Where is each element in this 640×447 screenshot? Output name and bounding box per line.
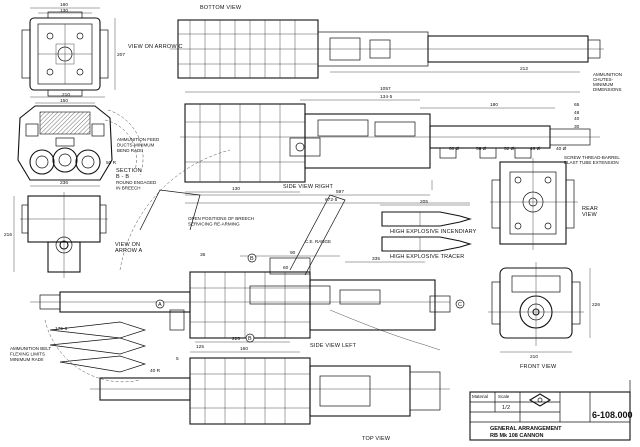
- dim-40r: 40 R: [150, 368, 161, 374]
- front-view: 226 210 FRONT VIEW: [488, 262, 600, 370]
- dim-130: 130: [60, 8, 68, 14]
- dim-48: 48: [574, 110, 580, 116]
- dim-597: 597: [336, 189, 344, 195]
- dim-236: 236: [60, 180, 68, 186]
- top-view: 160 5 TOP VIEW: [90, 346, 450, 442]
- tb-scale-value: 1/2: [502, 405, 510, 411]
- label-he-tracer: HIGH EXPLOSIVE TRACER: [390, 254, 464, 260]
- label-view-on-arrow-c: VIEW ON ARROW C: [128, 44, 183, 50]
- dim-40: 40: [574, 116, 580, 122]
- tb-title-line2: RB Mk 108 CANNON: [490, 433, 544, 439]
- dim-150: 150: [60, 98, 68, 104]
- dim-225: 225: [232, 336, 240, 342]
- label-top-view: TOP VIEW: [362, 436, 391, 442]
- dim-207: 207: [117, 52, 125, 58]
- dim-5: 5: [176, 356, 179, 362]
- dim-1057: 1057: [380, 86, 391, 92]
- marker-b-top: B: [250, 256, 254, 262]
- marker-a: A: [158, 302, 162, 308]
- side-view-right: 1057 134·5 180 65 48 40 30 60 Ø 56 Ø 52 …: [180, 86, 620, 204]
- tb-title-line1: GENERAL ARRANGEMENT: [490, 426, 562, 432]
- dim-226: 226: [592, 302, 600, 308]
- dim-672-5: 672·5: [325, 197, 338, 203]
- dim-30: 30: [574, 124, 580, 130]
- title-block: Material Scale 1/2 6-108.000 GENERAL ARR…: [469, 391, 633, 441]
- dim-210: 210: [62, 92, 70, 98]
- marker-c: C: [458, 302, 462, 308]
- dim-134-5: 134·5: [380, 94, 393, 100]
- dim-52-dia: 52 Ø: [504, 146, 515, 152]
- tb-scale-label: Scale: [498, 394, 510, 399]
- company-logo-icon: [528, 393, 552, 407]
- dim-125: 125: [196, 344, 204, 350]
- dim-180: 180: [60, 2, 68, 8]
- dim-205: 205: [420, 199, 428, 205]
- dim-90: 90: [290, 250, 296, 256]
- dim-130b: 130: [232, 186, 240, 192]
- dim-50r: 50 R: [106, 160, 117, 166]
- dim-56-dia: 56 Ø: [476, 146, 487, 152]
- dim-160: 160: [240, 346, 248, 352]
- side-view-left: 90 335 60 SIDE VIEW LEFT 225 125 175·6 3…: [30, 250, 465, 351]
- dim-65: 65: [574, 102, 580, 108]
- dim-40-dia: 40 Ø: [556, 146, 567, 152]
- label-side-view-left: SIDE VIEW LEFT: [310, 343, 357, 349]
- dim-46-dia: 46 Ø: [530, 146, 541, 152]
- dim-60-dia: 60 Ø: [449, 146, 460, 152]
- label-ce-range: C.E. RANGE: [305, 239, 331, 244]
- tb-material-label: Material: [472, 394, 488, 399]
- tb-drawing-number: 6-108.000: [592, 410, 633, 420]
- dim-216: 216: [4, 232, 12, 238]
- label-bottom-view: BOTTOM VIEW: [200, 5, 242, 11]
- ammunition-rounds: 205 HIGH EXPLOSIVE INCENDIARY HIGH EXPLO…: [380, 199, 477, 260]
- label-he-incendiary: HIGH EXPLOSIVE INCENDIARY: [390, 229, 477, 235]
- dim-210b: 210: [530, 354, 538, 360]
- label-side-view-right: SIDE VIEW RIGHT: [283, 184, 333, 190]
- label-front-view: FRONT VIEW: [520, 364, 557, 370]
- dim-335: 335: [372, 256, 380, 262]
- view-on-arrow-c: 180 130 207 VIEW ON ARROW C: [21, 2, 183, 97]
- dim-180b: 180: [490, 102, 498, 108]
- dim-60b: 60: [283, 265, 289, 271]
- dim-36: 36: [200, 252, 206, 258]
- dim-212: 212: [520, 66, 528, 72]
- marker-b-bottom: B: [248, 336, 252, 342]
